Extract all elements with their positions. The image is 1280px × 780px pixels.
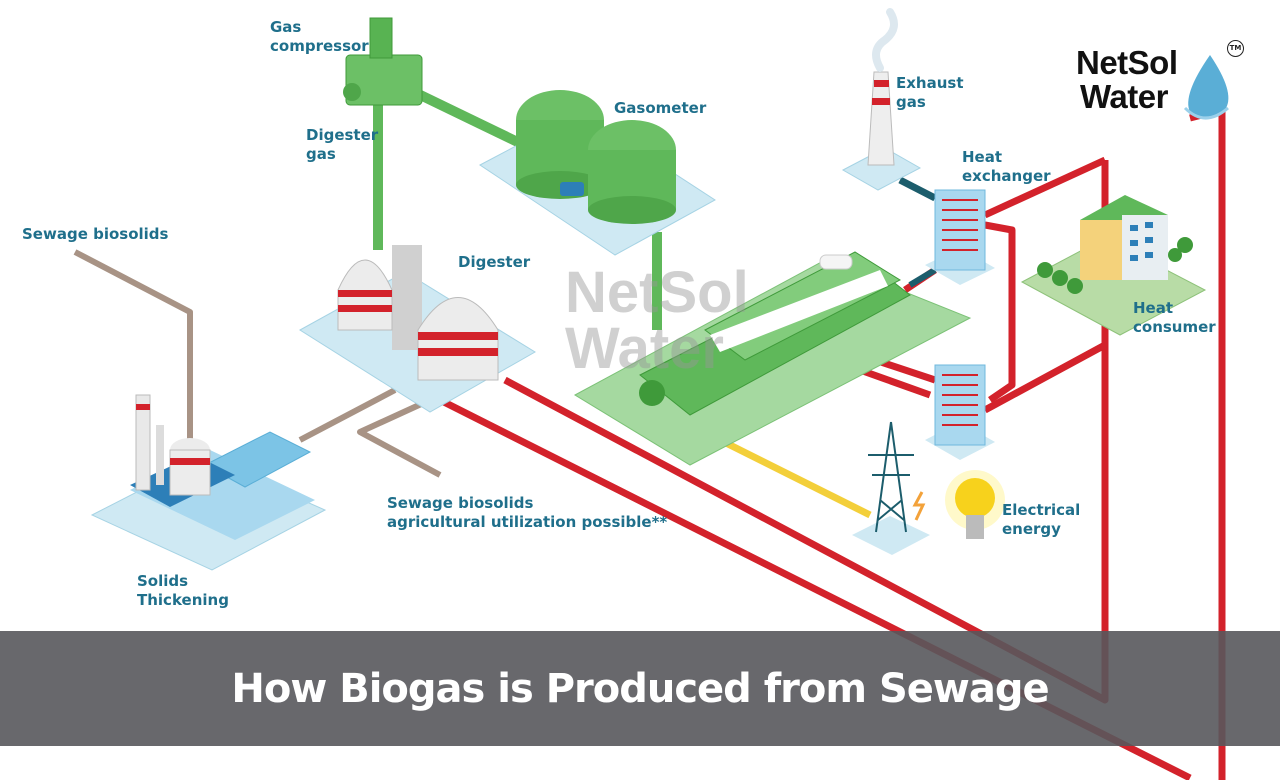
logo-drop-icon — [1183, 55, 1229, 120]
trademark-badge: TM — [1227, 40, 1244, 57]
watermark-line2: Water — [565, 316, 724, 381]
title-banner: How Biogas is Produced from Sewage — [0, 631, 1280, 746]
heat-consumer-building — [1020, 195, 1207, 336]
chp-engine-unit — [573, 251, 972, 466]
pipe-sewage-in — [73, 249, 193, 445]
netsol-water-logo: NetSol Water TM — [1076, 40, 1244, 126]
electricity-pylon — [852, 421, 930, 555]
label-sewage-biosolids: Sewage biosolids — [22, 225, 169, 243]
gas-compressor-unit — [343, 17, 423, 106]
logo-line2: Water — [1080, 78, 1168, 115]
watermark-line1: NetSol — [565, 260, 749, 325]
label-electrical-energy: Electrical energy — [1002, 501, 1081, 538]
logo-line1: NetSol — [1076, 44, 1178, 81]
heat-exchanger-bottom — [925, 364, 995, 460]
pipe-consumer-link — [983, 341, 1107, 414]
label-heat-exchanger: Heat exchanger — [962, 148, 1051, 185]
logo-text: NetSol Water — [1076, 46, 1178, 114]
pipe-engine-to-exchanger — [908, 267, 937, 288]
light-bulb-icon — [945, 470, 1005, 539]
pipe-thickening-to-digester — [298, 387, 397, 443]
sludge-pipes — [73, 249, 442, 478]
heat-exchanger-top — [925, 189, 995, 285]
label-digester: Digester — [458, 253, 531, 271]
pipe-to-agriculture — [357, 397, 442, 478]
digester-unit — [299, 245, 536, 413]
watermark: NetSol Water — [565, 260, 749, 381]
gas-pipes — [373, 85, 662, 330]
pipe-compressor-to-gasometer — [407, 85, 533, 153]
label-exhaust-gas: Exhaust gas — [896, 74, 964, 111]
gasometer-unit — [479, 90, 716, 256]
label-solids-thickening: Solids Thickening — [137, 572, 229, 609]
label-sewage-biosolids-agri: Sewage biosolids agricultural utilizatio… — [387, 494, 668, 531]
label-heat-consumer: Heat consumer — [1133, 299, 1216, 336]
solids-thickening-unit — [90, 394, 327, 571]
label-gasometer: Gasometer — [614, 99, 707, 117]
pipe-exchanger-top — [983, 156, 1107, 219]
page-title: How Biogas is Produced from Sewage — [231, 665, 1049, 712]
exhaust-chimney — [841, 8, 922, 191]
label-digester-gas: Digester gas — [306, 126, 379, 163]
label-gas-compressor: Gas compressor — [270, 18, 369, 55]
pipe-exchanger-loop — [984, 221, 1016, 403]
pipe-chimney-to-exchanger — [898, 176, 937, 202]
